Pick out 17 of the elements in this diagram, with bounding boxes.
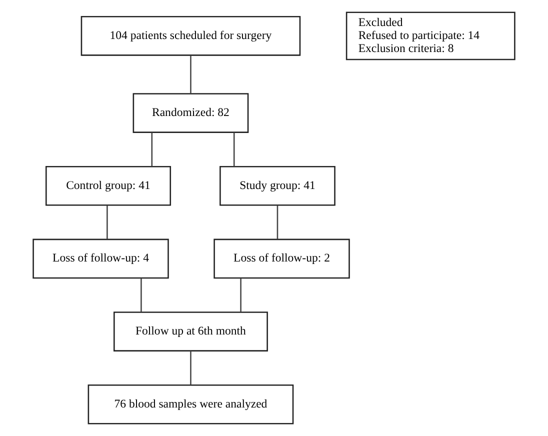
node-box: Excluded Refused to participate: 14 Exclusion criteria: 8 [346,12,516,60]
node-box: Control group: 41 [46,166,172,206]
connector [240,278,242,312]
node-box: Loss of follow-up: 4 [32,238,169,279]
node-box: 104 patients scheduled for surgery [80,16,301,56]
connector [190,351,192,385]
connector [276,205,278,240]
connector [151,132,153,166]
connector [190,55,192,94]
node-box: Randomized: 82 [132,93,249,133]
node-box: Follow up at 6th month [114,312,268,352]
connector [140,278,142,312]
node-box: Study group: 41 [220,166,336,206]
connector [106,205,108,240]
connector [233,132,235,166]
node-box: Loss of follow-up: 2 [214,238,350,279]
node-box: 76 blood samples were analyzed [88,384,294,424]
